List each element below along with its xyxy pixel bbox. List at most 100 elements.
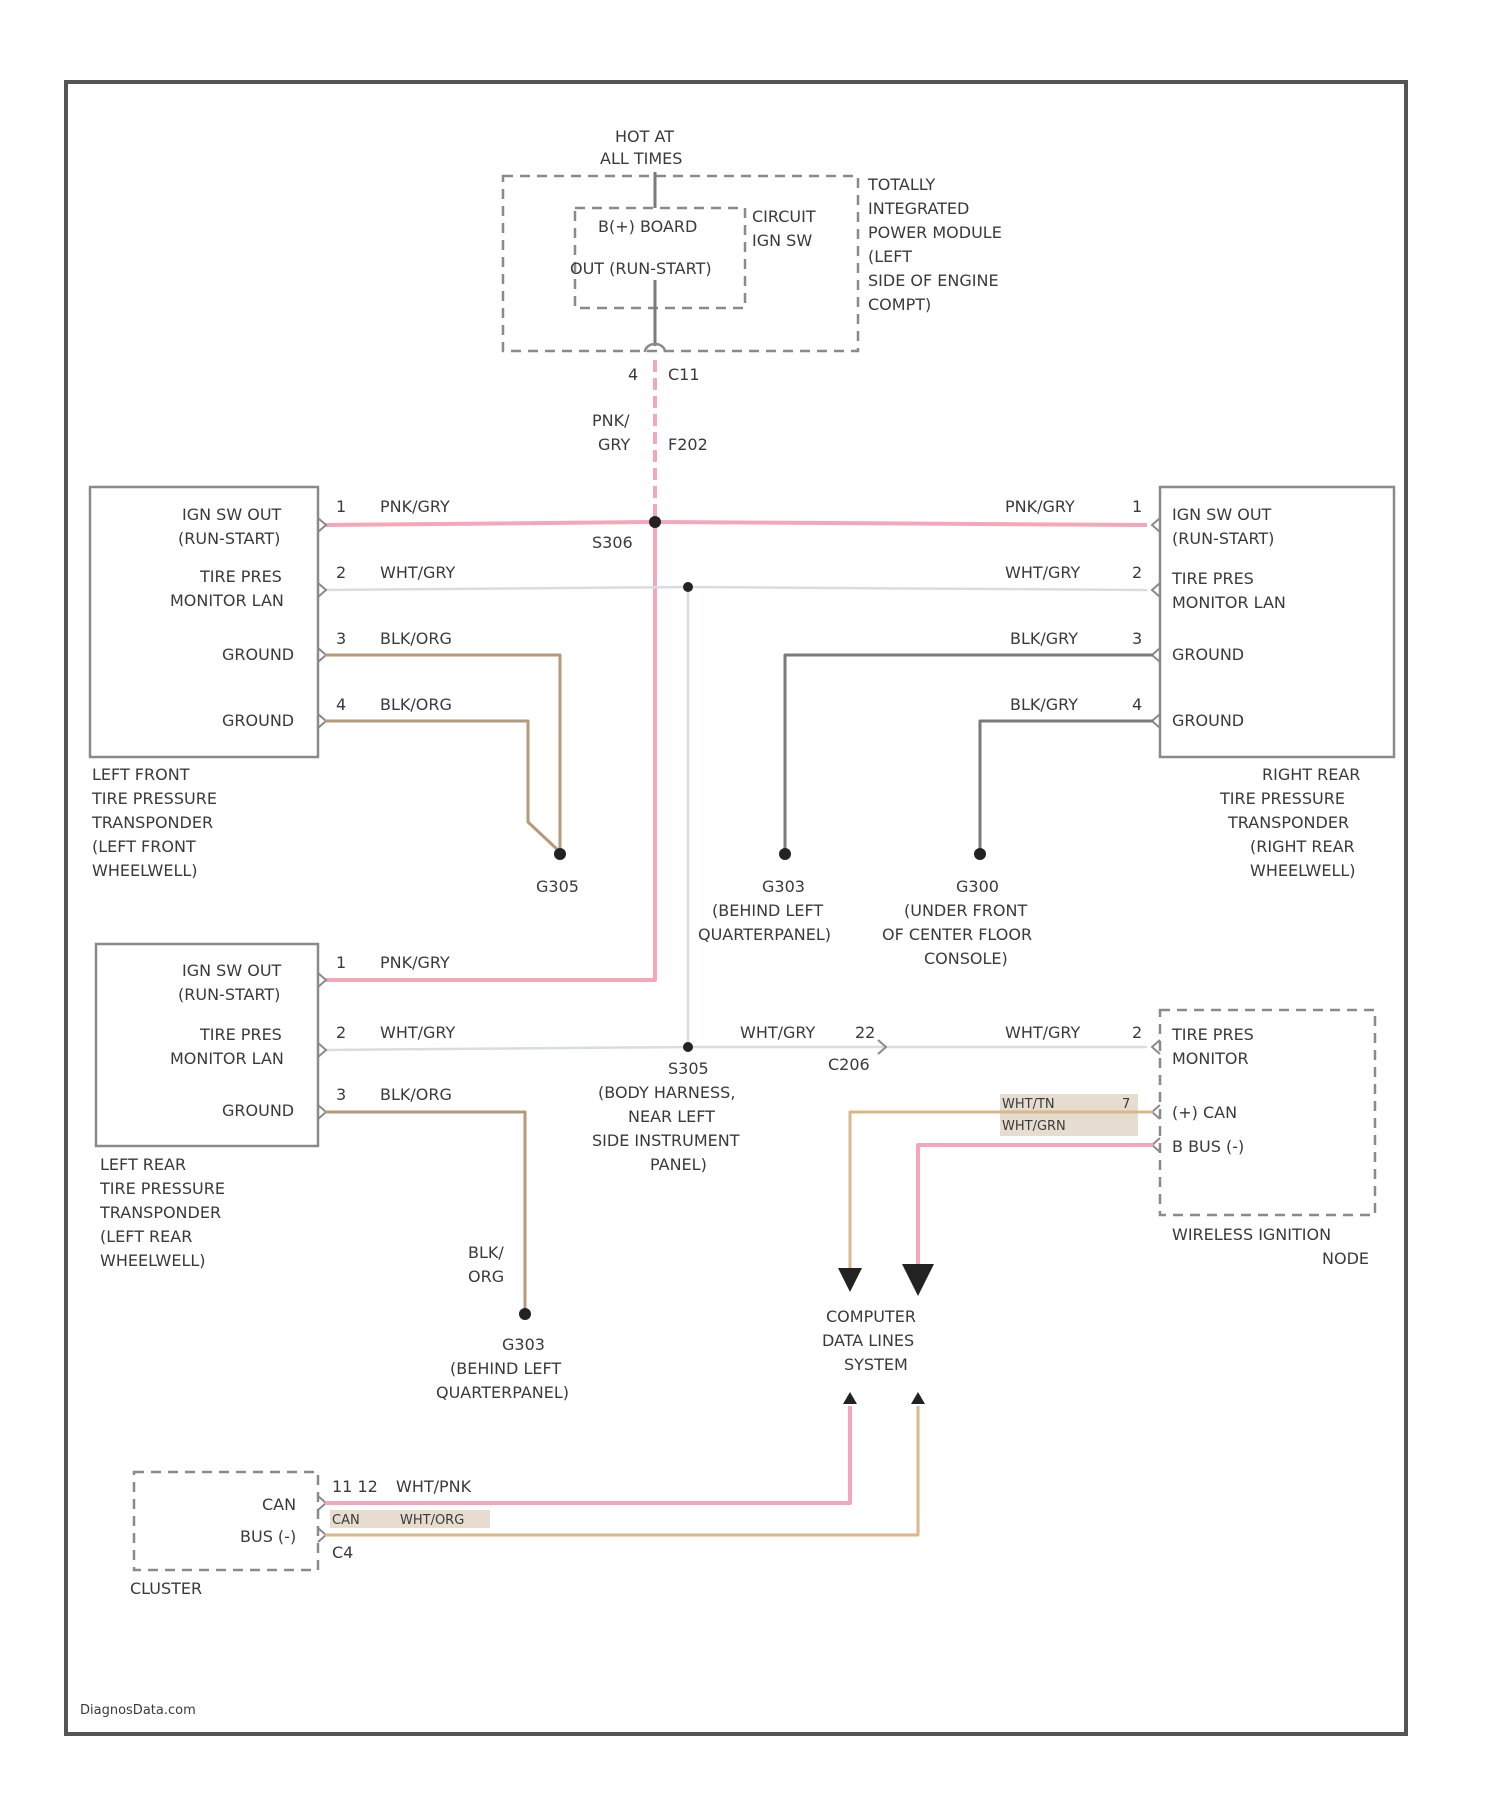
f202-wire-number: F202	[668, 435, 708, 454]
s305-location-line1: (BODY HARNESS,	[598, 1083, 735, 1102]
pink-bus-left-front	[325, 522, 655, 525]
rr-caption-1: RIGHT REAR	[1262, 765, 1360, 784]
lf-caption-4: (LEFT FRONT	[92, 837, 196, 856]
g300-ground-dot	[974, 848, 986, 860]
win-bbus-wire	[918, 1145, 1153, 1280]
lf-ground-wire-4	[325, 721, 560, 852]
lr-wire-1: PNK/GRY	[380, 953, 450, 972]
lr-caption-1: LEFT REAR	[100, 1155, 186, 1174]
win-wire1-label: WHT/TN	[1002, 1097, 1055, 1112]
lf-pin-1: 1	[336, 497, 346, 516]
g300-loc-1: (UNDER FRONT	[904, 901, 1027, 920]
lr-caption-4: (LEFT REAR	[100, 1227, 192, 1246]
g300-loc-3: CONSOLE)	[924, 949, 1008, 968]
lf-wire-3: BLK/ORG	[380, 629, 452, 648]
lf-pin-3: 3	[336, 629, 346, 648]
win-caption-1: WIRELESS IGNITION	[1172, 1225, 1331, 1244]
cluster-c4: C4	[332, 1543, 353, 1562]
circuit-label-line1: CIRCUIT	[752, 207, 816, 226]
cdl-label-1: COMPUTER	[826, 1307, 916, 1326]
rr-label-2a: TIRE PRES	[1171, 569, 1254, 588]
g303b-ground-dot	[519, 1308, 531, 1320]
lr-label-2b: MONITOR LAN	[170, 1049, 284, 1068]
b-board-label: B(+) BOARD	[598, 217, 697, 236]
g305-label: G305	[536, 877, 579, 896]
tpm-link-wire-right: WHT/GRY	[1005, 1023, 1081, 1042]
win-monitor-2: MONITOR	[1172, 1049, 1249, 1068]
c11-connector: C11	[668, 365, 700, 384]
lf-wire-1: PNK/GRY	[380, 497, 450, 516]
g303b-wire-1: BLK/	[468, 1243, 504, 1262]
cdl-arrow-up-right	[911, 1392, 925, 1404]
rr-label-1a: IGN SW OUT	[1172, 505, 1272, 524]
s305-splice-dot	[683, 1042, 693, 1052]
rr-wire-4: BLK/GRY	[1010, 695, 1078, 714]
cluster-box	[134, 1472, 318, 1570]
g300-loc-2: OF CENTER FLOOR	[882, 925, 1032, 944]
lan-left-rear	[325, 1047, 688, 1050]
lr-label-3: GROUND	[222, 1101, 294, 1120]
s306-splice-dot	[649, 516, 661, 528]
f202-wire-color-line2: GRY	[598, 435, 630, 454]
s306-label: S306	[592, 533, 633, 552]
win-caption-2: NODE	[1322, 1249, 1369, 1268]
lr-label-2a: TIRE PRES	[199, 1025, 282, 1044]
lf-label-4: GROUND	[222, 711, 294, 730]
hot-label-line1: HOT AT	[615, 127, 674, 146]
lan-right-rear	[688, 587, 1147, 590]
cdl-label-2: DATA LINES	[822, 1331, 914, 1350]
lf-caption-2: TIRE PRESSURE	[91, 789, 217, 808]
rr-label-2b: MONITOR LAN	[1172, 593, 1286, 612]
g303b-loc-1: (BEHIND LEFT	[450, 1359, 561, 1378]
lf-caption-1: LEFT FRONT	[92, 765, 190, 784]
left-front-transponder: IGN SW OUT (RUN-START) TIRE PRES MONITOR…	[90, 487, 456, 880]
lf-label-2a: TIRE PRES	[199, 567, 282, 586]
cluster-wire2: WHT/ORG	[400, 1513, 464, 1528]
lr-pin-1: 1	[336, 953, 346, 972]
rr-pin-3: 3	[1132, 629, 1142, 648]
tipm-label-line6: COMPT)	[868, 295, 931, 314]
lf-pin-4: 4	[336, 695, 346, 714]
lf-ground-wire-3	[325, 655, 560, 852]
g303-loc-2: QUARTERPANEL)	[698, 925, 831, 944]
lr-pin-3: 3	[336, 1085, 346, 1104]
rr-label-3: GROUND	[1172, 645, 1244, 664]
s305-location-line3: SIDE INSTRUMENT	[592, 1131, 740, 1150]
rr-caption-2: TIRE PRESSURE	[1219, 789, 1345, 808]
lf-pin-2: 2	[336, 563, 346, 582]
cluster-bus: BUS (-)	[240, 1527, 296, 1546]
win-can-h: (+) CAN	[1172, 1103, 1237, 1122]
rr-label-4: GROUND	[1172, 711, 1244, 730]
left-rear-transponder: IGN SW OUT (RUN-START) TIRE PRES MONITOR…	[96, 944, 456, 1270]
s305-location-line2: NEAR LEFT	[628, 1107, 715, 1126]
cluster-pin11-connector	[318, 1496, 326, 1510]
cluster-pins: 11 12	[332, 1477, 378, 1496]
lf-caption-5: WHEELWELL)	[92, 861, 198, 880]
rr-pin-2: 2	[1132, 563, 1142, 582]
lf-wire-2: WHT/GRY	[380, 563, 456, 582]
g303-ground-dot	[779, 848, 791, 860]
win-wire1-pin: 7	[1122, 1097, 1130, 1112]
f202-wire-color-line1: PNK/	[592, 411, 630, 430]
pink-bus-right-rear	[655, 522, 1147, 525]
g303b-label: G303	[502, 1335, 545, 1354]
win-wire2-label: WHT/GRN	[1002, 1119, 1066, 1134]
lf-label-1a: IGN SW OUT	[182, 505, 282, 524]
g303b-wire-2: ORG	[468, 1267, 504, 1286]
lr-wire-3: BLK/ORG	[380, 1085, 452, 1104]
rr-wire-1: PNK/GRY	[1005, 497, 1075, 516]
right-rear-transponder: IGN SW OUT (RUN-START) TIRE PRES MONITOR…	[1005, 487, 1394, 880]
lr-label-1b: (RUN-START)	[178, 985, 280, 1004]
rr-caption-3: TRANSPONDER	[1227, 813, 1349, 832]
tpm-link-wire-left: WHT/GRY	[740, 1023, 816, 1042]
cluster-caption: CLUSTER	[130, 1579, 202, 1598]
rr-label-1b: (RUN-START)	[1172, 529, 1274, 548]
tipm-label-line1: TOTALLY	[867, 175, 936, 194]
tpm-link-pin-right: 2	[1132, 1023, 1142, 1042]
tpm-link-pin: 22	[855, 1023, 875, 1042]
rr-ground-wire-4	[980, 721, 1153, 852]
out-run-start-label: OUT (RUN-START)	[570, 259, 712, 278]
tipm-label-line3: POWER MODULE	[868, 223, 1002, 242]
lf-caption-3: TRANSPONDER	[91, 813, 213, 832]
